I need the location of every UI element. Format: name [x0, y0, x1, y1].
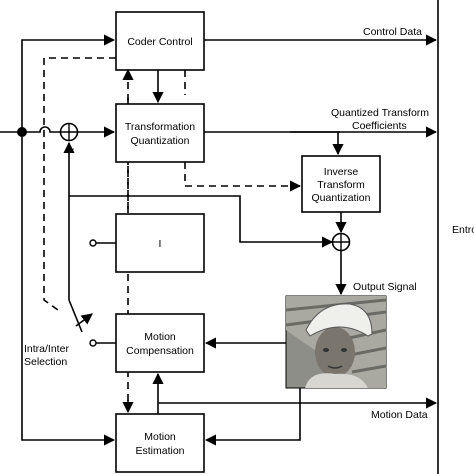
- entropy-coding-label: Entro: [452, 224, 474, 236]
- switch-arm: [68, 299, 83, 333]
- output-signal-label: Output Signal: [353, 281, 417, 293]
- coder-control-label: Coder Control: [127, 36, 192, 48]
- entropy-coding-block: [437, 0, 474, 474]
- inverse-transform-label-3: Quantization: [312, 192, 371, 204]
- inverse-transform-label-2: Transform: [317, 179, 365, 191]
- quantized-coeffs-label-1: Quantized Transform: [331, 107, 429, 119]
- motion-compensation-label-2: Compensation: [126, 345, 194, 357]
- intra-output-terminal: [89, 239, 97, 247]
- quantized-coeffs-label-2: Coefficients: [352, 120, 407, 132]
- intra-inter-label-1: Intra/Inter: [24, 343, 69, 355]
- motion-compensation-block: [115, 313, 205, 373]
- motion-estimation-label-2: Estimation: [135, 445, 184, 457]
- input-to-motion-estimation: [21, 132, 116, 446]
- inverse-transform-label-1: Inverse: [324, 166, 359, 178]
- transform-quant-label-2: Quantization: [131, 135, 190, 147]
- input-to-coder-control: [21, 34, 116, 132]
- control-dash-to-inverse: [184, 162, 298, 187]
- control-dash-to-switch: [43, 57, 116, 311]
- transform-quant-label-1: Transformation: [125, 121, 195, 133]
- control-data-label: Control Data: [363, 26, 422, 38]
- prediction-to-adder: [68, 195, 330, 300]
- intra-prediction-label: I: [159, 238, 162, 250]
- motion-estimation-block: [115, 413, 205, 473]
- motion-data-label: Motion Data: [371, 409, 428, 421]
- motion-estimation-label-1: Motion: [144, 431, 176, 443]
- input-to-subtractor: [22, 126, 60, 133]
- switch-terminal: [89, 339, 97, 347]
- switch-arrow: [75, 313, 93, 327]
- motion-compensation-label-1: Motion: [144, 331, 176, 343]
- intra-inter-label-2: Selection: [24, 356, 67, 368]
- minus-sign: -: [71, 143, 75, 155]
- coder-control-block: [115, 11, 205, 71]
- output-frame-image: [285, 295, 387, 389]
- transform-quant-block: [115, 103, 205, 163]
- intra-prediction-block: [115, 213, 205, 273]
- inverse-transform-block: [301, 155, 381, 213]
- output-to-me-arrow: [204, 388, 301, 446]
